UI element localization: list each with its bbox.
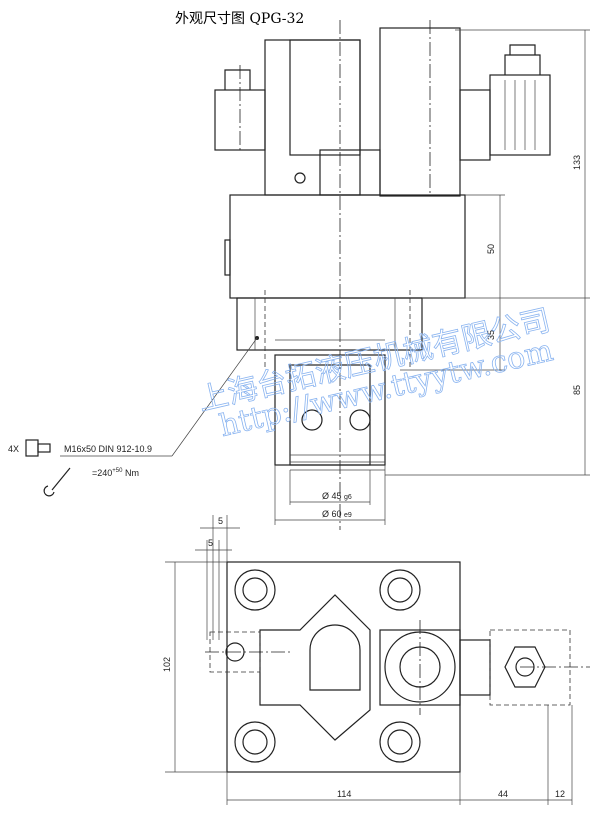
watermark: 上海台拓液压机械有限公司 http://www.ttyytw.com [195,303,557,445]
dim-85: 85 [572,385,582,395]
dim-35: 35 [486,330,496,340]
vertical-dimensions [385,29,590,476]
horizontal-dimensions [165,515,573,805]
dim-5a: 5 [218,516,223,526]
wrench-icon [43,467,71,497]
screw-icon [25,439,39,457]
screw-qty: 4X [8,444,19,454]
dim-5b: 5 [208,538,213,548]
cartridge-insert [274,354,386,471]
drawing-title: 外观尺寸图 QPG-32 [175,11,305,27]
dim-44: 44 [498,789,508,799]
dim-12: 12 [555,789,565,799]
valve-top-view [205,561,590,773]
pilot-valve-side [214,20,551,530]
dim-50: 50 [486,244,496,254]
dim-133: 133 [572,155,582,170]
screw-spec: M16x50 DIN 912-10.9 [64,444,152,454]
dim-102: 102 [162,657,172,672]
screw-torque: =240+50 Nm [92,464,139,478]
screw-callout [25,337,258,497]
dim-d60: Ø 60 e9 [322,509,352,519]
dim-d45: Ø 45 g6 [322,491,352,501]
dim-114: 114 [337,789,351,799]
